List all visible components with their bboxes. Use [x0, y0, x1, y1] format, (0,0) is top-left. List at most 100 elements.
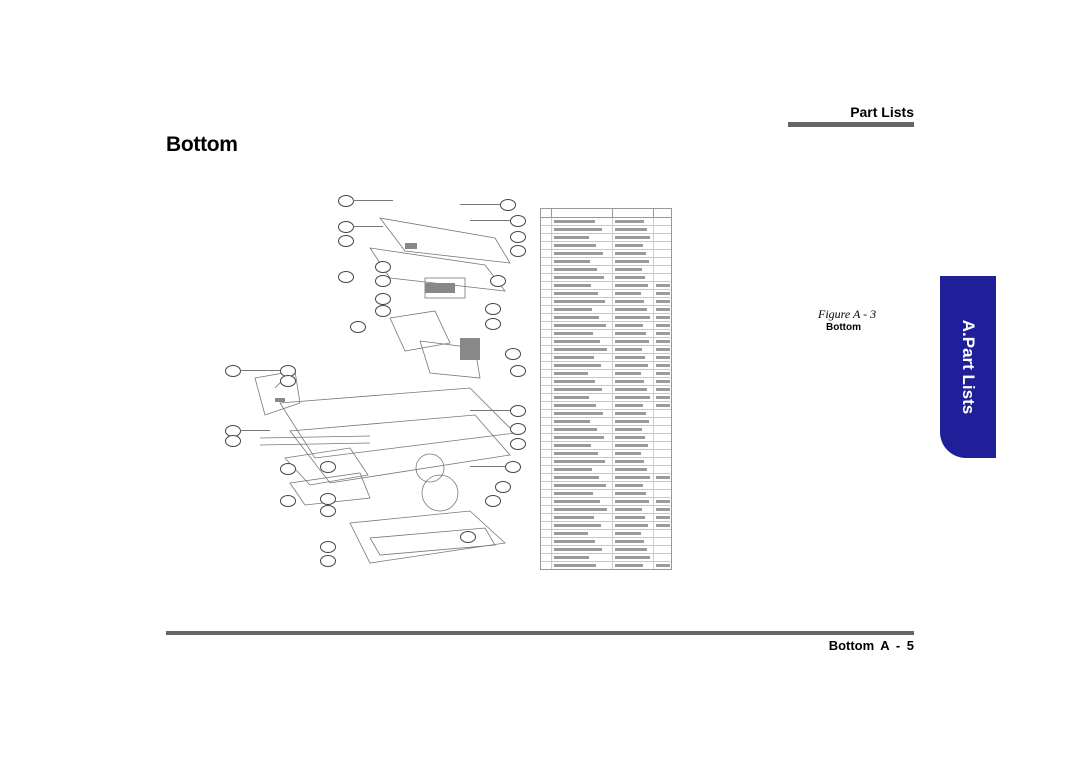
illegible-text [554, 468, 592, 471]
illegible-text [615, 324, 643, 327]
table-cell [552, 426, 613, 433]
table-row [541, 330, 671, 338]
table-cell [654, 242, 671, 249]
table-row [541, 514, 671, 522]
table-cell [613, 250, 654, 257]
table-cell [541, 274, 552, 281]
table-cell [541, 226, 552, 233]
illegible-text [656, 500, 670, 503]
table-cell [654, 522, 671, 529]
table-cell [654, 322, 671, 329]
parts-list-table [540, 208, 672, 570]
table-row [541, 234, 671, 242]
table-cell [541, 394, 552, 401]
illegible-text [615, 308, 647, 311]
illegible-text [554, 324, 606, 327]
leader-line [470, 220, 510, 221]
table-cell [552, 258, 613, 265]
table-row [541, 378, 671, 386]
illegible-text [615, 500, 649, 503]
illegible-text [656, 356, 670, 359]
table-cell [541, 346, 552, 353]
illegible-text [615, 388, 647, 391]
table-cell [613, 290, 654, 297]
illegible-text [615, 356, 645, 359]
illegible-text [554, 532, 588, 535]
illegible-text [615, 460, 644, 463]
table-cell [613, 322, 654, 329]
table-cell [541, 258, 552, 265]
illegible-text [615, 444, 648, 447]
callout-marker [485, 303, 501, 315]
table-cell [552, 306, 613, 313]
table-cell [552, 378, 613, 385]
table-cell [654, 354, 671, 361]
table-cell [654, 490, 671, 497]
illegible-text [554, 356, 594, 359]
illegible-text [656, 364, 670, 367]
illegible-text [554, 268, 597, 271]
exploded-view-drawing [254, 217, 516, 564]
illegible-text [615, 476, 650, 479]
table-row [541, 290, 671, 298]
table-cell [613, 266, 654, 273]
table-cell [613, 234, 654, 241]
callout-marker [510, 438, 526, 450]
callout-marker [338, 195, 354, 207]
table-row [541, 410, 671, 418]
table-cell [654, 218, 671, 225]
table-cell [552, 554, 613, 561]
table-cell [541, 330, 552, 337]
callout-marker [495, 481, 511, 493]
callout-marker [490, 275, 506, 287]
table-cell [613, 458, 654, 465]
illegible-text [554, 372, 588, 375]
table-cell [552, 314, 613, 321]
table-cell [541, 546, 552, 553]
table-cell [654, 458, 671, 465]
callout-marker [505, 348, 521, 360]
table-cell [541, 498, 552, 505]
illegible-text [554, 292, 598, 295]
table-row [541, 442, 671, 450]
illegible-text [656, 388, 670, 391]
callout-marker [320, 461, 336, 473]
table-cell [654, 394, 671, 401]
illegible-text [554, 492, 593, 495]
table-cell [552, 490, 613, 497]
table-cell [613, 362, 654, 369]
illegible-text [554, 476, 599, 479]
callout-marker [375, 275, 391, 287]
table-cell [541, 474, 552, 481]
table-cell [613, 258, 654, 265]
table-cell [654, 434, 671, 441]
table-cell [552, 354, 613, 361]
appendix-side-tab[interactable]: A.Part Lists [940, 276, 996, 458]
table-row [541, 538, 671, 546]
illegible-text [615, 300, 644, 303]
table-cell [552, 458, 613, 465]
table-cell [613, 506, 654, 513]
leader-line [470, 466, 505, 467]
callout-marker [320, 505, 336, 517]
illegible-text [656, 300, 670, 303]
table-cell [552, 242, 613, 249]
table-row [541, 274, 671, 282]
illegible-text [656, 340, 670, 343]
table-cell [541, 298, 552, 305]
illegible-text [554, 308, 592, 311]
callout-marker [280, 463, 296, 475]
table-cell [552, 370, 613, 377]
table-row [541, 466, 671, 474]
leader-line [460, 204, 500, 205]
table-row [541, 314, 671, 322]
table-cell [613, 402, 654, 409]
illegible-text [615, 436, 645, 439]
header-rule [788, 122, 914, 127]
table-cell [654, 466, 671, 473]
callout-marker [375, 261, 391, 273]
table-cell [552, 218, 613, 225]
illegible-text [554, 260, 590, 263]
table-cell [552, 362, 613, 369]
illegible-text [615, 564, 643, 567]
